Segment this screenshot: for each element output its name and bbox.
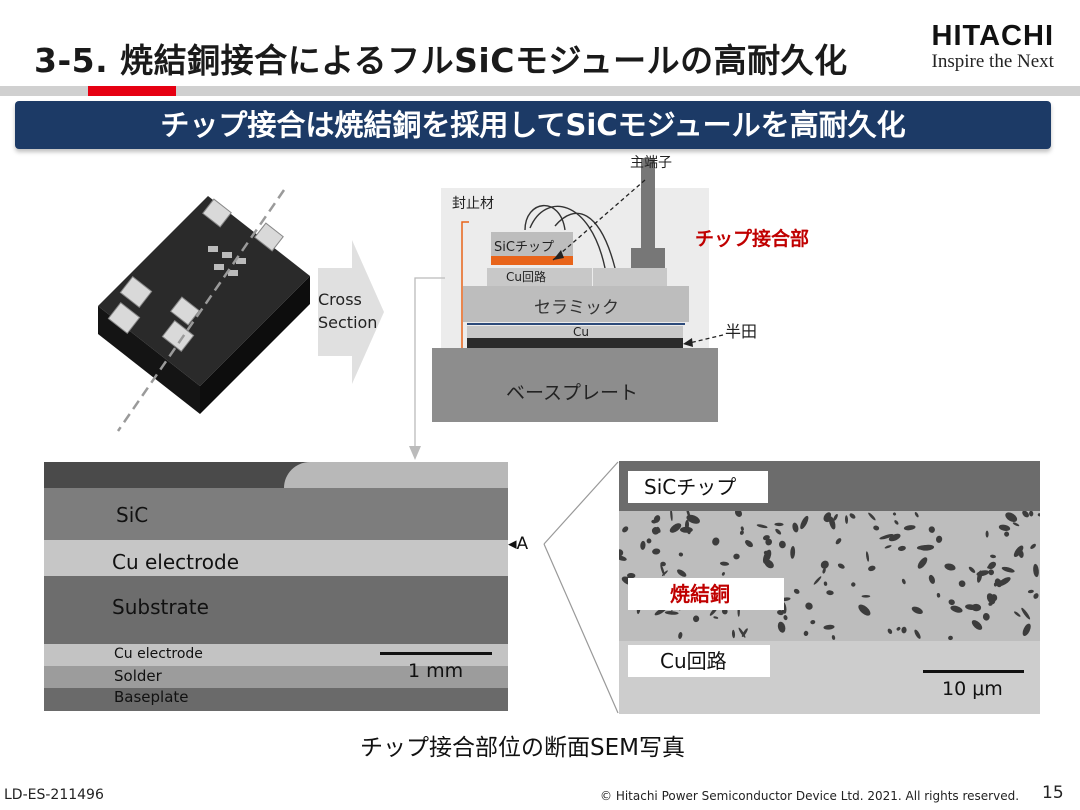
- header-rule: [0, 86, 1080, 96]
- sem-label-baseplate: Baseplate: [114, 688, 189, 706]
- copyright-notice: © Hitachi Power Semiconductor Device Ltd…: [600, 789, 1020, 803]
- sem-image-left: [44, 462, 508, 711]
- sem-scale-left: 1 mm: [408, 660, 464, 682]
- sem-label-cu-circuit: Cu回路: [628, 645, 770, 677]
- label-sic-chip: SiCチップ: [494, 240, 554, 255]
- label-cu-circuit: Cu回路: [506, 270, 546, 284]
- label-ceramic: セラミック: [534, 298, 619, 318]
- sem-image-right: [619, 461, 1040, 714]
- cross-section-arrow: [318, 240, 384, 384]
- document-id: LD-ES-211496: [4, 787, 104, 803]
- logo-brand: HITACHI: [931, 20, 1054, 52]
- marker-a-label: A: [516, 534, 529, 554]
- label-solder: 半田: [725, 322, 758, 341]
- sem-label-sintered-cu: 焼結銅: [628, 578, 784, 610]
- page-number: 15: [1042, 783, 1064, 803]
- sem-label-substrate: Substrate: [112, 595, 209, 619]
- header-rule-accent: [88, 86, 176, 96]
- label-encapsulant: 封止材: [452, 196, 494, 212]
- figure-caption: チップ接合部位の断面SEM写真: [360, 735, 685, 761]
- label-main-terminal: 主端子: [630, 155, 672, 171]
- power-module-photo: [98, 189, 310, 432]
- arrow-label-2: Section: [318, 313, 378, 332]
- cross-section-diagram: [409, 158, 724, 460]
- sem-label-solder: Solder: [114, 667, 162, 685]
- slide-title: 3-5. 焼結銅接合によるフルSiCモジュールの高耐久化: [34, 41, 848, 80]
- sem-label-sic: SiC: [116, 503, 149, 527]
- sintered-cu-texture: [619, 511, 1040, 641]
- hitachi-logo: HITACHI Inspire the Next: [932, 20, 1054, 73]
- label-cu: Cu: [573, 325, 589, 339]
- marker-a: ◂A: [508, 534, 529, 554]
- key-message-banner: チップ接合は焼結銅を採用してSiCモジュールを高耐久化: [15, 101, 1051, 149]
- sem-scale-right: 10 μm: [942, 678, 1003, 700]
- sem-label-cu-electrode: Cu electrode: [112, 550, 240, 574]
- arrow-label-1: Cross: [318, 290, 362, 309]
- zoom-connector: [543, 461, 619, 714]
- sem-label-sic-chip: SiCチップ: [628, 471, 768, 503]
- label-baseplate: ベースプレート: [506, 382, 639, 404]
- label-chip-joint: チップ接合部: [695, 228, 810, 250]
- sem-label-cu-electrode-lower: Cu electrode: [114, 646, 203, 662]
- logo-tagline: Inspire the Next: [931, 51, 1054, 72]
